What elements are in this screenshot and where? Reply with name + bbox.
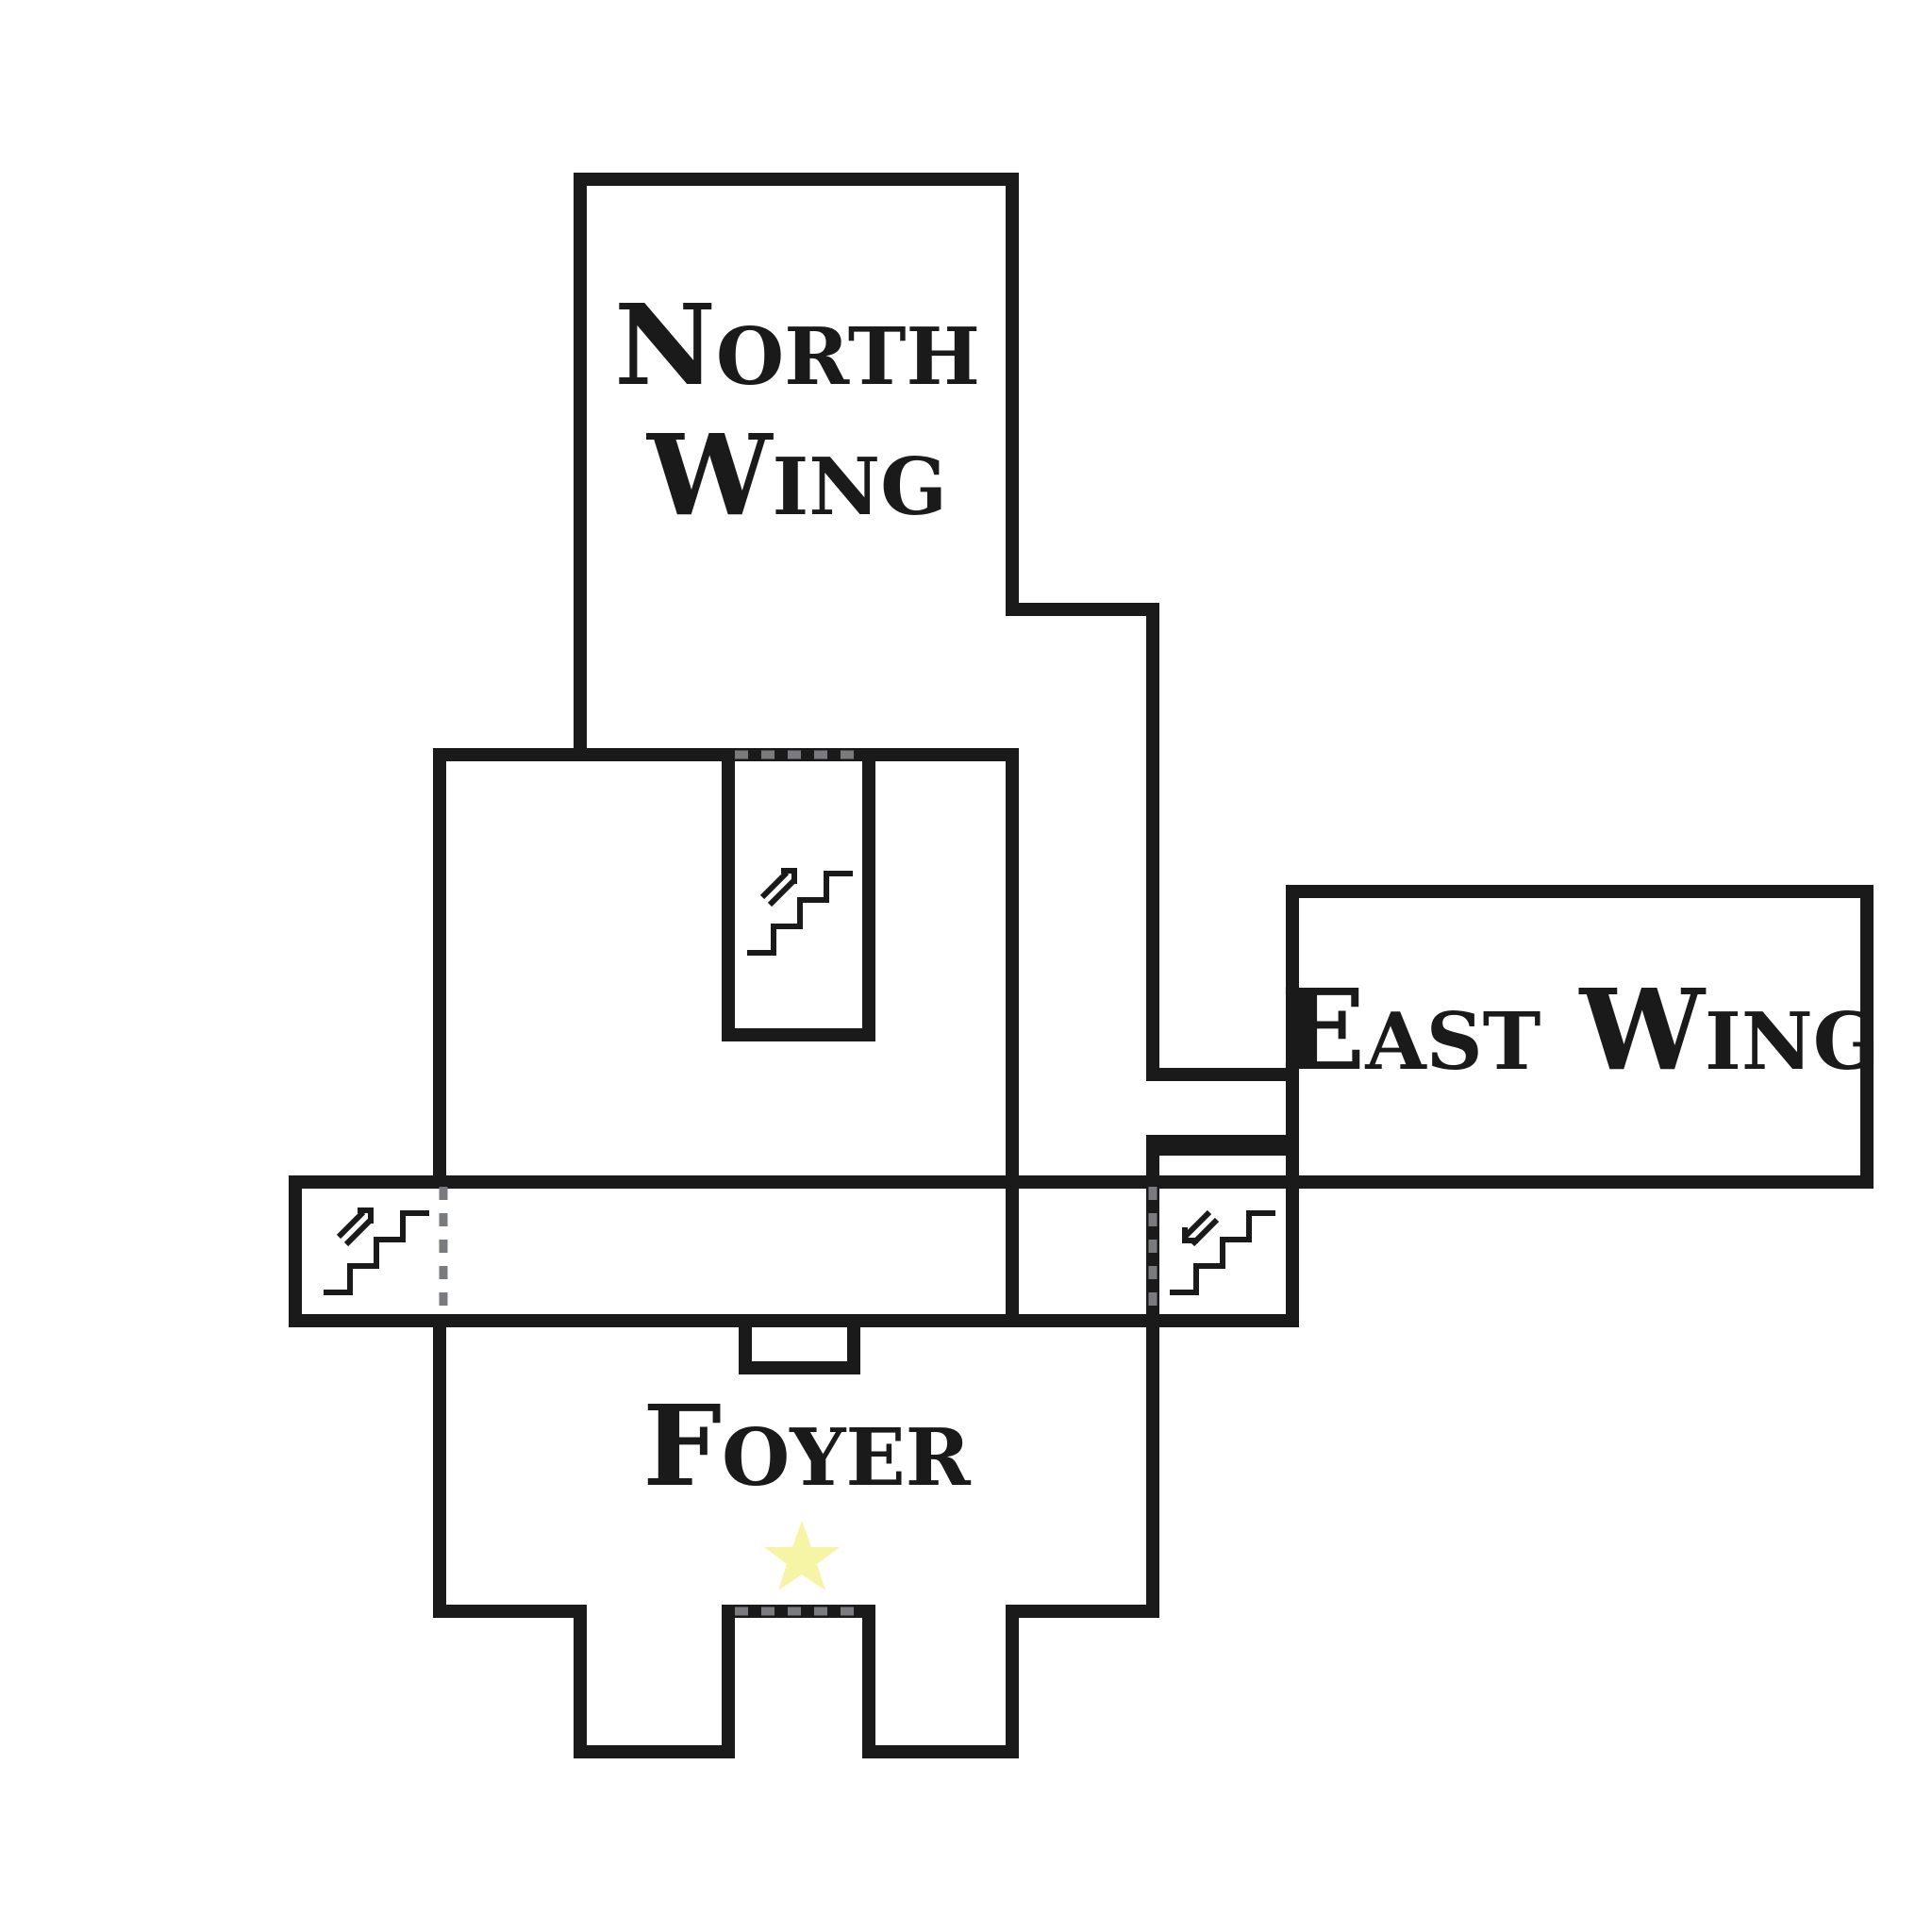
room-east-wing[interactable] (1286, 885, 1874, 1189)
north-wing-label-line1: North (614, 279, 980, 410)
room-alcove-foyer[interactable] (739, 1314, 860, 1374)
foyer-label: Foyer (642, 1380, 972, 1511)
stairs-icon[interactable] (1170, 1209, 1275, 1295)
stairs-icon[interactable] (747, 868, 853, 956)
stairs-icon[interactable] (324, 1208, 429, 1295)
room-cross-corridor[interactable] (289, 1175, 1299, 1327)
room-closet-east[interactable] (1146, 1135, 1299, 1189)
room-foyer[interactable] (433, 1314, 1159, 1758)
star-icon (764, 1521, 840, 1591)
east-wing-label: East Wing (1280, 964, 1879, 1095)
north-wing-label-line2: Wing (645, 409, 947, 541)
